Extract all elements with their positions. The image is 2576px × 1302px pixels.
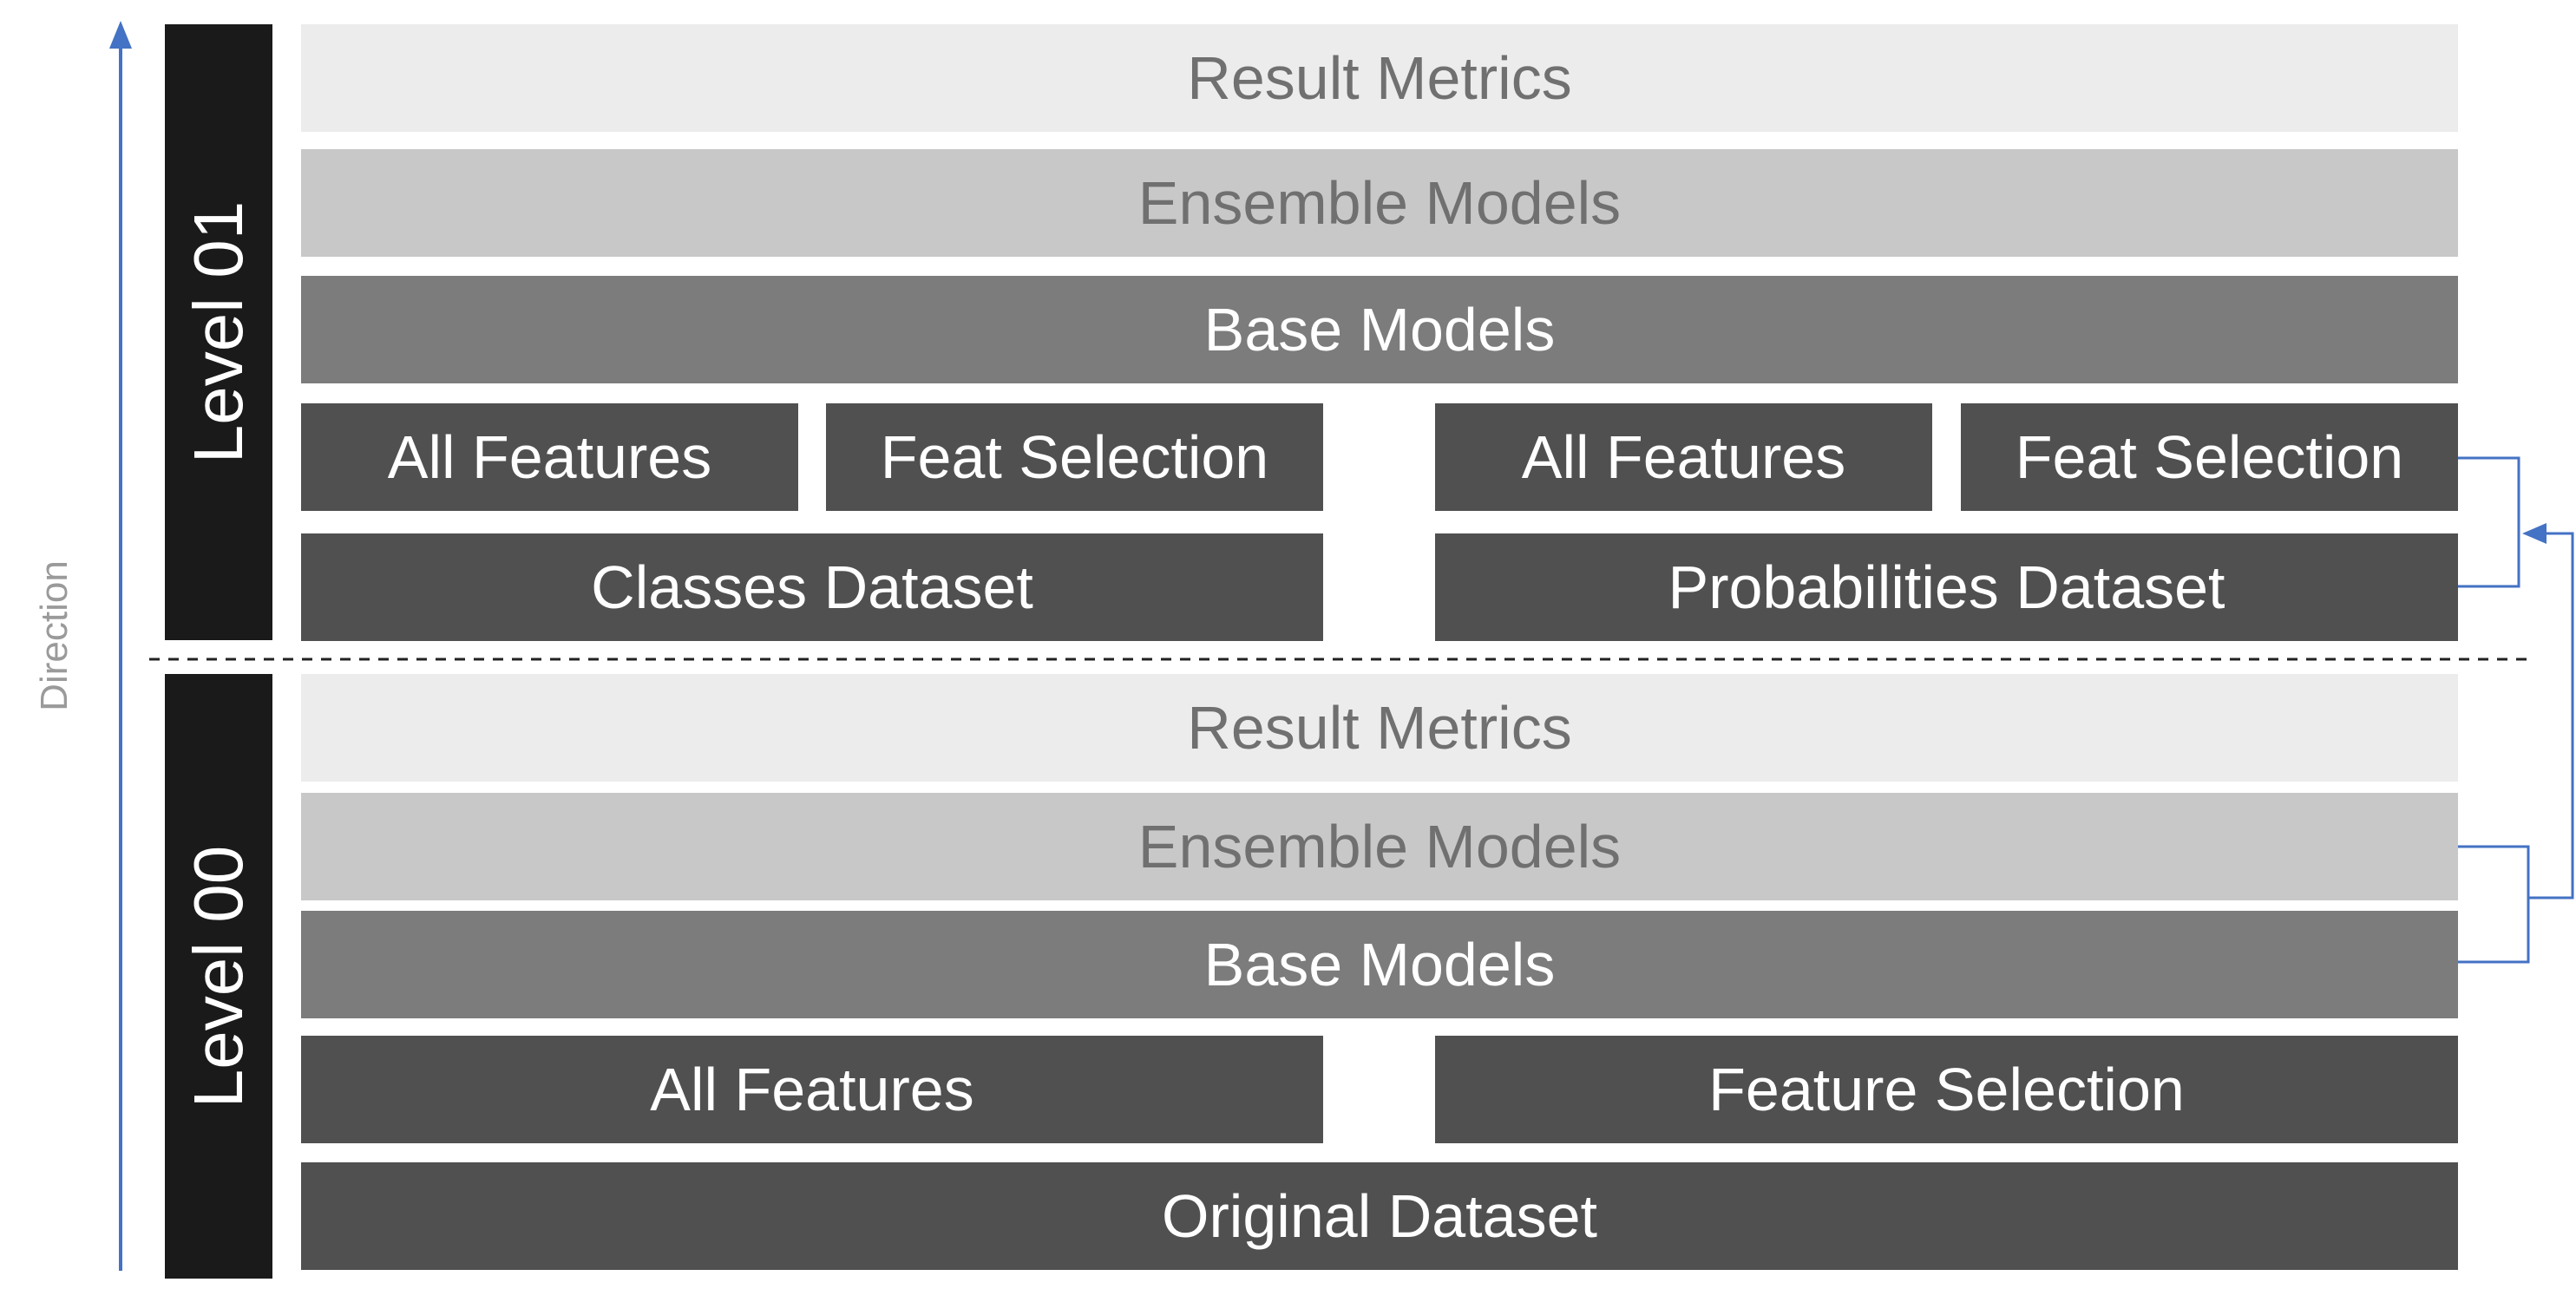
level01-bracket-connector [2458,456,2520,588]
level01-right-all-features: All Features [1435,403,1932,511]
level00-bar: Level 00 [165,674,272,1279]
level01-right-feat-selection: Feat Selection [1961,403,2458,511]
level00-feature-selection: Feature Selection [1435,1036,2458,1143]
level01-left-feat-selection: Feat Selection [826,403,1323,511]
direction-label: Direction [33,560,75,711]
level00-original-dataset: Original Dataset [301,1162,2458,1270]
level00-result-metrics: Result Metrics [301,674,2458,782]
level01-probabilities-dataset: Probabilities Dataset [1435,533,2458,641]
level01-result-metrics: Result Metrics [301,24,2458,132]
level01-label: Level 01 [180,200,257,464]
level00-ensemble-models: Ensemble Models [301,793,2458,900]
level01-bar: Level 01 [165,24,272,640]
level00-label: Level 00 [180,845,257,1108]
feedback-connector [2528,532,2574,900]
level01-left-all-features: All Features [301,403,798,511]
level00-all-features: All Features [301,1036,1323,1143]
feedback-arrow-head [2522,523,2547,544]
level01-classes-dataset: Classes Dataset [301,533,1323,641]
direction-arrow-head [109,21,132,49]
level00-bracket-connector [2458,845,2530,964]
level00-base-models: Base Models [301,911,2458,1018]
level01-base-models: Base Models [301,276,2458,383]
level01-ensemble-models: Ensemble Models [301,149,2458,257]
